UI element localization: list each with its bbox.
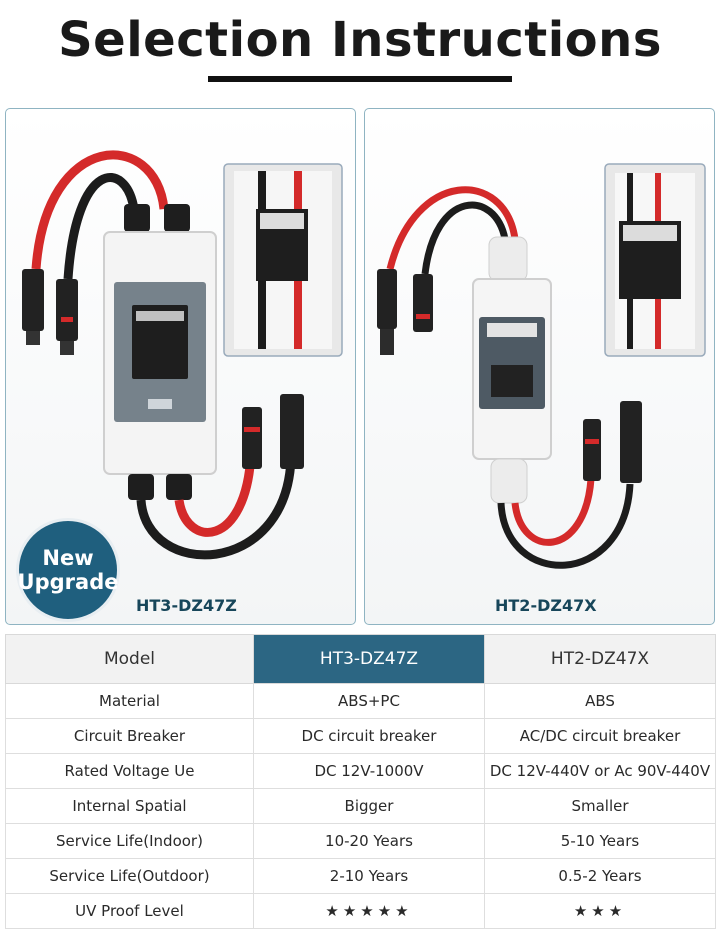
table-row: Material ABS+PC ABS <box>5 683 716 719</box>
row-value-ht3: 10-20 Years <box>253 823 485 859</box>
row-label: Service Life(Indoor) <box>5 823 254 859</box>
row-value-ht2: 0.5-2 Years <box>484 858 716 894</box>
row-value-ht3: DC 12V-1000V <box>253 753 485 789</box>
comparison-table: Model HT3-DZ47Z HT2-DZ47X Material ABS+P… <box>5 634 716 929</box>
table-row: Service Life(Outdoor) 2-10 Years 0.5-2 Y… <box>5 858 716 894</box>
row-label: Circuit Breaker <box>5 718 254 754</box>
header-model: Model <box>5 634 254 684</box>
row-value-ht2: AC/DC circuit breaker <box>484 718 716 754</box>
table-row: Internal Spatial Bigger Smaller <box>5 788 716 824</box>
title-underline <box>208 76 512 82</box>
uv-stars-ht3: ★★★★★ <box>253 893 485 929</box>
uv-stars-ht2: ★★★ <box>484 893 716 929</box>
row-value-ht3: DC circuit breaker <box>253 718 485 754</box>
row-value-ht3: Bigger <box>253 788 485 824</box>
row-label: UV Proof Level <box>5 893 254 929</box>
header-ht3: HT3-DZ47Z <box>253 634 485 684</box>
row-label: Internal Spatial <box>5 788 254 824</box>
row-value-ht2: ABS <box>484 683 716 719</box>
row-label: Rated Voltage Ue <box>5 753 254 789</box>
table-row: Service Life(Indoor) 10-20 Years 5-10 Ye… <box>5 823 716 859</box>
row-label: Material <box>5 683 254 719</box>
table-row: UV Proof Level ★★★★★ ★★★ <box>5 893 716 929</box>
badge-line-1: New <box>42 546 94 570</box>
product-card-ht2: HT2-DZ47X <box>364 108 715 625</box>
ht3-product-illustration <box>22 150 343 560</box>
table-row: Circuit Breaker DC circuit breaker AC/DC… <box>5 718 716 754</box>
table-row: Rated Voltage Ue DC 12V-1000V DC 12V-440… <box>5 753 716 789</box>
table-header-row: Model HT3-DZ47Z HT2-DZ47X <box>5 634 716 684</box>
badge-line-2: Upgrade <box>17 570 119 594</box>
header-ht2: HT2-DZ47X <box>484 634 716 684</box>
product-label-ht2: HT2-DZ47X <box>495 596 597 615</box>
row-value-ht2: 5-10 Years <box>484 823 716 859</box>
ht2-product-illustration <box>377 163 706 569</box>
row-label: Service Life(Outdoor) <box>5 858 254 894</box>
product-label-ht3: HT3-DZ47Z <box>136 596 237 615</box>
row-value-ht3: ABS+PC <box>253 683 485 719</box>
row-value-ht3: 2-10 Years <box>253 858 485 894</box>
row-value-ht2: Smaller <box>484 788 716 824</box>
row-value-ht2: DC 12V-440V or Ac 90V-440V <box>484 753 716 789</box>
page-title: Selection Instructions <box>58 12 662 68</box>
new-upgrade-badge: New Upgrade <box>16 518 120 622</box>
